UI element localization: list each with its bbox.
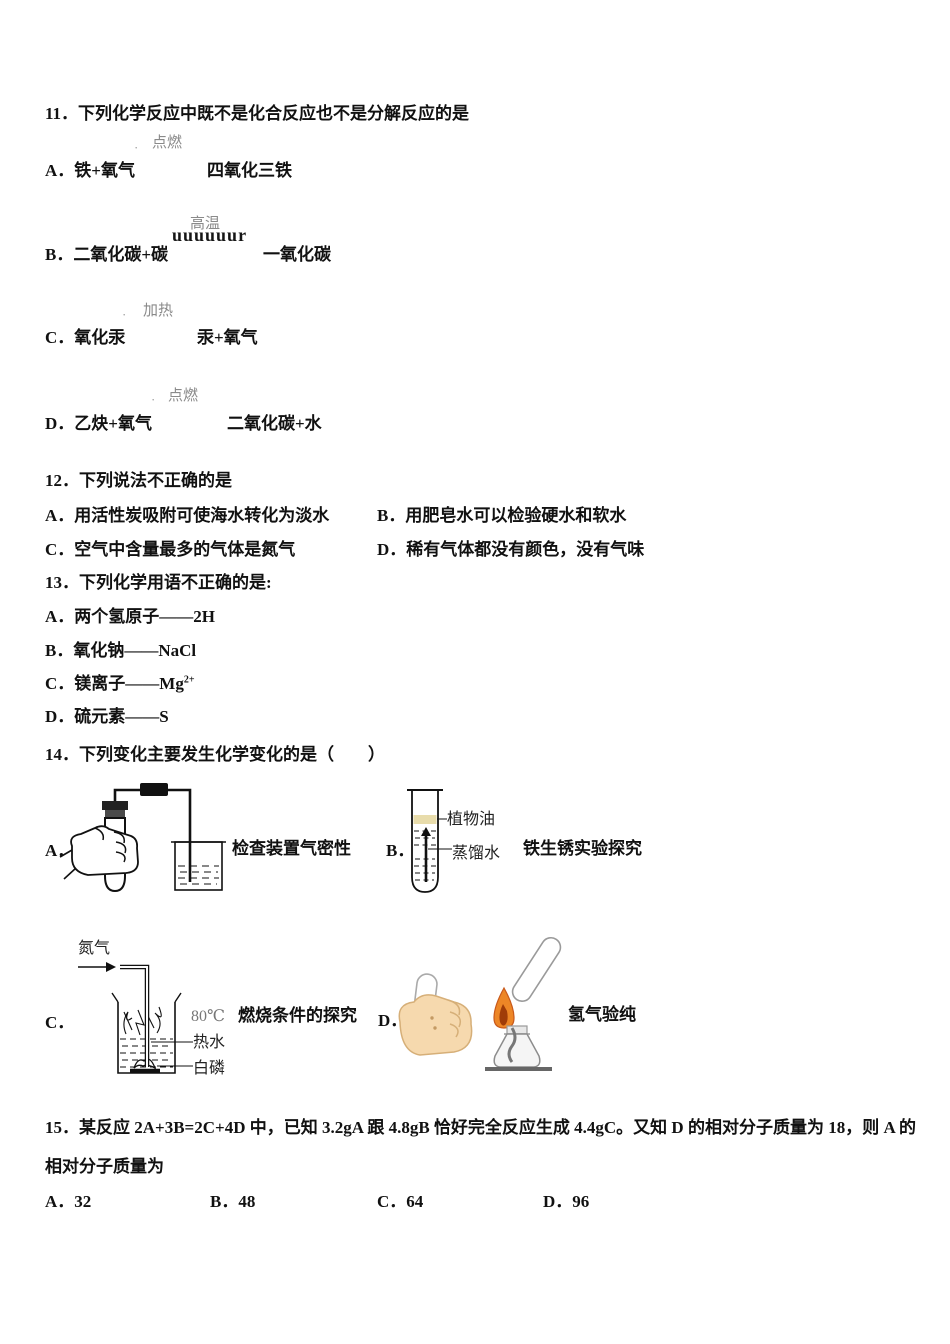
q14-item-d-caption: 氢气验纯 <box>568 1005 636 1024</box>
q11-b-condition: 高温 <box>190 216 221 232</box>
lamp-wick <box>507 1027 517 1063</box>
label-white-phosphorus: 白磷 <box>193 1060 226 1077</box>
label-vegetable-oil: 植物油 <box>447 811 496 828</box>
figure-hydrogen-purity-test <box>398 936 562 1071</box>
label-nitrogen-gas: 氮气 <box>78 940 111 957</box>
q12-title: 12．下列说法不正确的是 <box>45 471 232 490</box>
q11-a-condition-dot: · <box>134 140 139 155</box>
q15-line2: 相对分子质量为 <box>45 1157 164 1176</box>
vapor-squiggles <box>123 1006 162 1036</box>
vegetable-oil-band <box>413 815 437 824</box>
q11-option-d-right: 二氧化碳+水 <box>227 414 322 433</box>
q14-item-b-letter: B． <box>386 841 415 860</box>
gas-arrow <box>78 962 116 972</box>
q11-a-condition: 点燃 <box>152 135 183 151</box>
rubber-stopper <box>102 801 128 810</box>
q11-title: 11．下列化学反应中既不是化合反应也不是分解反应的是 <box>45 104 470 123</box>
q14-item-a-letter: A． <box>45 841 75 860</box>
q11-option-b-right: 一氧化碳 <box>263 245 331 264</box>
iron-nail <box>421 827 431 882</box>
q13-option-a: A．两个氢原子——2H <box>45 607 215 626</box>
q11-option-a-left: A．铁+氧气 <box>45 161 135 180</box>
q14-item-c-caption: 燃烧条件的探究 <box>238 1006 357 1025</box>
figure-airtightness-check <box>59 783 226 893</box>
stopper-band <box>105 810 125 818</box>
q13-option-c: C．镁离子——Mg2+ <box>45 674 195 694</box>
label-distilled-water: 蒸馏水 <box>452 845 501 862</box>
hand-thumb-over-tube <box>398 994 473 1056</box>
q11-option-a-right: 四氧化三铁 <box>207 161 292 180</box>
white-phosphorus <box>130 1058 160 1074</box>
hand-fist <box>59 825 139 880</box>
alcohol-lamp <box>485 1025 552 1071</box>
q14-item-a-caption: 检查装置气密性 <box>232 839 351 858</box>
inverted-test-tube <box>511 936 562 1003</box>
q13-option-c-superscript: 2+ <box>183 674 195 686</box>
gas-delivery-tube <box>120 964 150 1067</box>
q11-c-condition: 加热 <box>143 303 174 319</box>
beaker <box>171 841 226 891</box>
q15-option-a: A．32 <box>45 1192 92 1211</box>
figure-combustion-conditions <box>78 962 193 1074</box>
label-temperature-80c: 80℃ <box>191 1008 225 1025</box>
label-hot-water: 热水 <box>193 1034 226 1051</box>
q12-option-a: A．用活性炭吸附可使海水转化为淡水 <box>45 506 330 525</box>
q11-b-arrow-squiggle: uuuuuur <box>172 225 248 245</box>
q12-option-b: B．用肥皂水可以检验硬水和软水 <box>377 506 627 525</box>
q12-option-c: C．空气中含量最多的气体是氮气 <box>45 540 296 559</box>
q11-d-condition: 点燃 <box>168 388 199 404</box>
q15-line1: 15．某反应 2A+3B=2C+4D 中，已知 3.2gA 跟 4.8gB 恰好… <box>45 1118 917 1137</box>
q13-option-c-text: C．镁离子——Mg <box>45 674 184 693</box>
q13-option-d: D．硫元素——S <box>45 707 169 726</box>
q13-title: 13．下列化学用语不正确的是: <box>45 573 272 592</box>
q13-option-b: B．氧化钠——NaCl <box>45 641 197 660</box>
q15-option-b: B．48 <box>210 1192 256 1211</box>
q12-option-d: D．稀有气体都没有颜色，没有气味 <box>377 540 645 559</box>
q14-item-c-letter: C． <box>45 1013 75 1032</box>
water-lines <box>178 865 219 885</box>
figure-rust-test-tube <box>407 789 452 893</box>
q14-title: 14．下列变化主要发生化学变化的是（ ） <box>45 745 385 764</box>
q11-c-condition-dot: · <box>122 307 127 322</box>
q11-option-c-left: C．氧化汞 <box>45 328 126 347</box>
q11-option-c-right: 汞+氧气 <box>197 328 258 347</box>
q15-option-d: D．96 <box>543 1192 590 1211</box>
q14-item-b-caption: 铁生锈实验探究 <box>523 839 642 858</box>
q15-option-c: C．64 <box>377 1192 424 1211</box>
q11-d-condition-dot: · <box>151 392 156 407</box>
q11-option-d-left: D．乙炔+氧气 <box>45 414 152 433</box>
tube-connector <box>140 783 168 796</box>
q11-option-b-left: B．二氧化碳+碳 <box>45 245 169 264</box>
flame <box>493 986 515 1029</box>
